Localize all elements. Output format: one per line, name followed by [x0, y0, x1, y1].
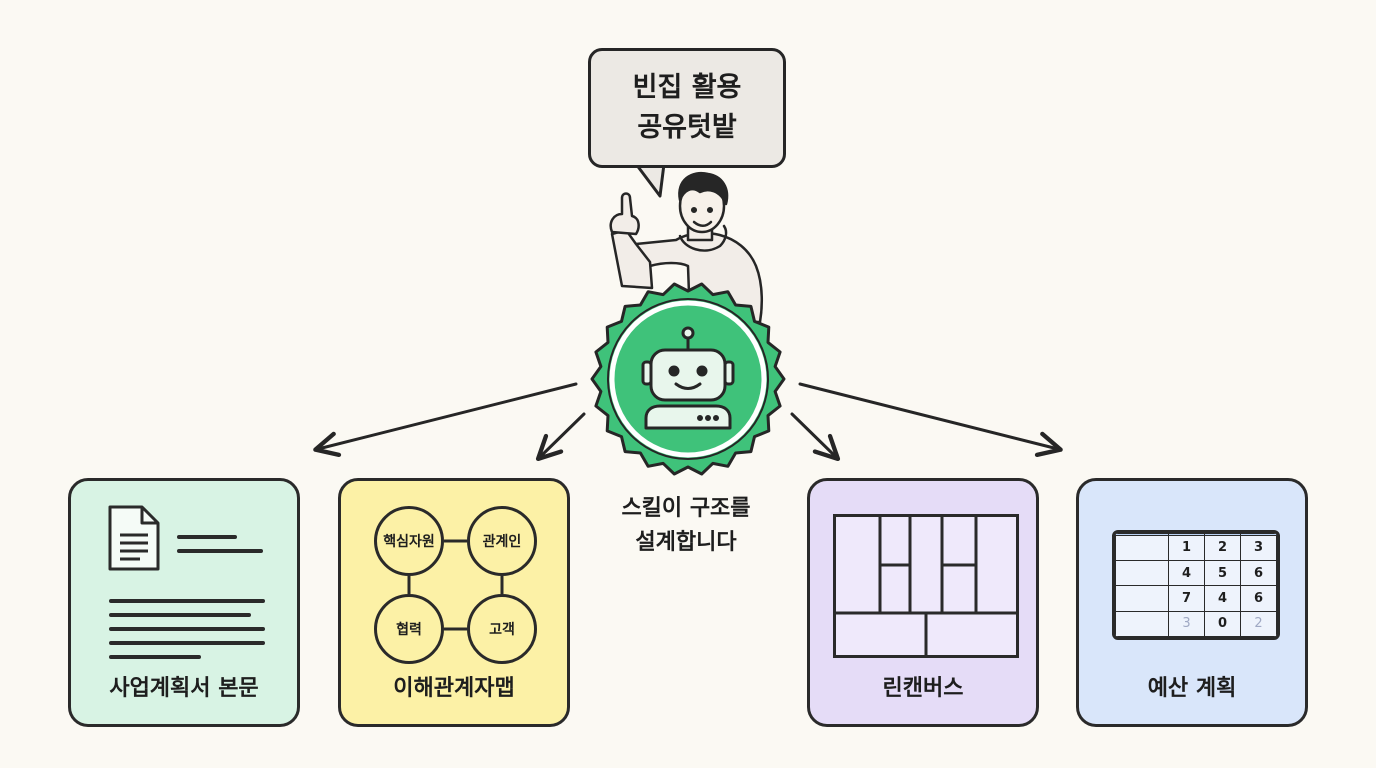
- arrow-to-canvas: [790, 412, 841, 462]
- center-label-line-2: 설계합니다: [635, 530, 737, 555]
- table-cell: 0: [1204, 610, 1241, 637]
- document-side-lines: [177, 535, 263, 553]
- person-pointing-icon: [609, 171, 763, 324]
- card-title: 예산 계획: [1147, 676, 1237, 701]
- map-connectors: [407, 539, 504, 631]
- table-cell: 2: [1240, 610, 1277, 637]
- table-cell: 2: [1204, 534, 1241, 561]
- document-icon: [108, 505, 160, 571]
- map-node: 고객: [467, 594, 537, 664]
- lean-canvas-grid: [833, 514, 1019, 658]
- center-label: 스킬이 구조를 설계합니다: [596, 492, 776, 560]
- document-text-lines: [109, 599, 265, 669]
- table-cell: 6: [1240, 585, 1277, 612]
- speech-line-2: 공유텃밭: [637, 112, 737, 143]
- arrows: [313, 382, 1063, 462]
- table-cell: 1: [1168, 534, 1205, 561]
- center-label-line-1: 스킬이 구조를: [621, 496, 751, 521]
- arrow-to-map: [535, 412, 586, 462]
- map-node: 핵심자원: [374, 506, 444, 576]
- map-node: 관계인: [467, 506, 537, 576]
- budget-table: 1 2 3 4 5 6 7 4 6 3: [1112, 530, 1280, 640]
- table-cell: 4: [1204, 585, 1241, 612]
- card-title: 사업계획서 본문: [109, 676, 259, 701]
- speech-bubble-tail: [634, 163, 666, 198]
- table-cell: 7: [1168, 585, 1205, 612]
- card-business-plan: 사업계획서 본문: [68, 478, 300, 727]
- arrow-to-doc: [313, 382, 578, 458]
- robot-icon: [641, 326, 735, 430]
- speech-line-1: 빈집 활용: [632, 72, 742, 103]
- card-lean-canvas: 린캔버스: [807, 478, 1039, 727]
- table-cell: 3: [1240, 534, 1277, 561]
- table-cell: 6: [1240, 559, 1277, 587]
- card-title: 린캔버스: [882, 676, 964, 701]
- table-cell: 4: [1168, 559, 1205, 587]
- table-cell: 5: [1204, 559, 1241, 587]
- map-node: 협력: [374, 594, 444, 664]
- card-stakeholder-map: 핵심자원 관계인 협력 고객 이해관계자맵: [338, 478, 570, 727]
- speech-bubble: 빈집 활용 공유텃밭: [588, 48, 786, 168]
- card-budget: 1 2 3 4 5 6 7 4 6 3: [1076, 478, 1308, 727]
- card-title: 이해관계자맵: [393, 676, 515, 701]
- arrow-to-budget: [798, 382, 1063, 458]
- table-cell: 3: [1168, 610, 1205, 637]
